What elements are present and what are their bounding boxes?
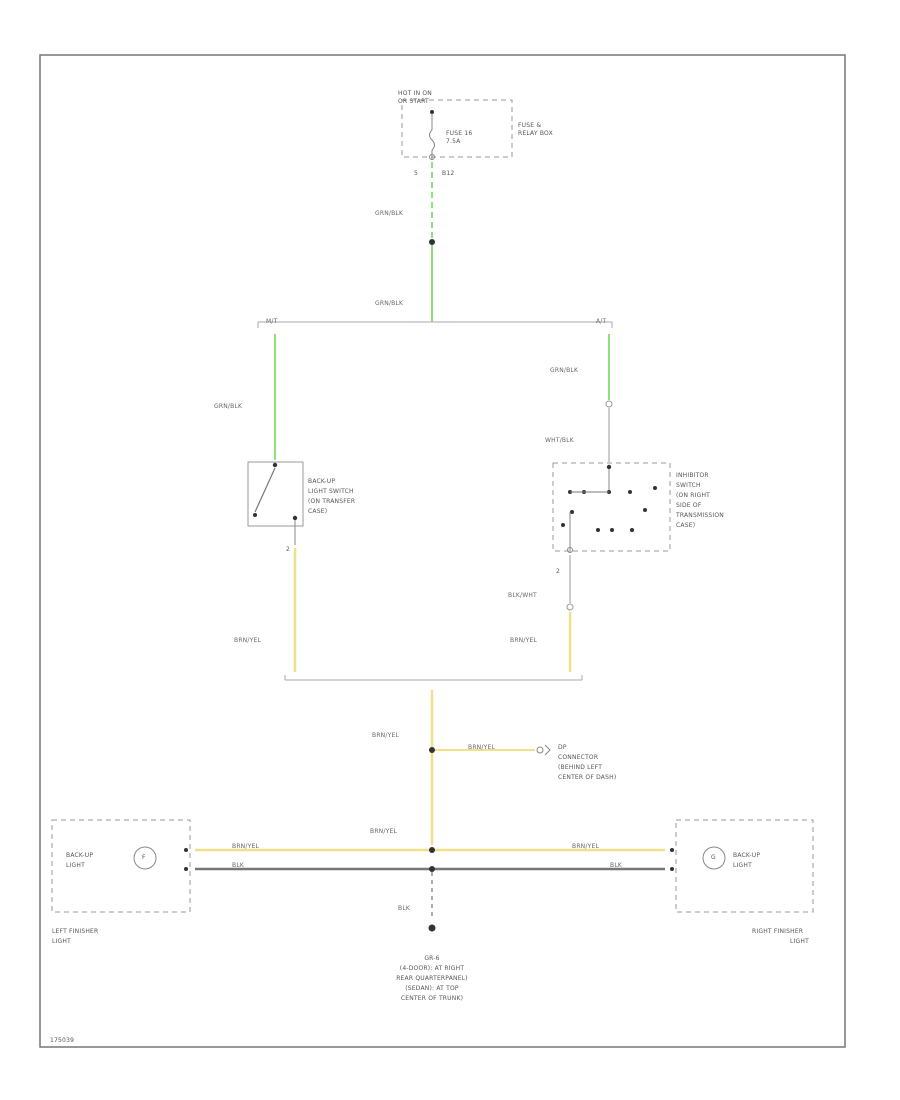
wire-label-brn-yel-right-lamp: BRN/YEL xyxy=(572,843,599,850)
inhibitor-pos-7 xyxy=(570,510,574,514)
dp-connector-symbol xyxy=(544,744,551,756)
backup-switch-terminal-bottom xyxy=(292,515,298,521)
right-back-up-lamp xyxy=(702,846,726,870)
ground-point xyxy=(428,924,436,932)
inhibitor-switch-outline xyxy=(552,462,671,552)
backup-switch-label-2: LIGHT SWITCH xyxy=(308,488,354,495)
inhibitor-pos-6 xyxy=(643,508,647,512)
wire-label-grn-blk-2: GRN/BLK xyxy=(375,300,404,307)
inhibitor-label-2: SWITCH xyxy=(676,482,701,489)
split-label-mt: M/T xyxy=(266,318,278,325)
right-finisher-caption-2: LIGHT xyxy=(790,938,809,945)
splice-node-dp xyxy=(429,747,435,753)
left-finisher-light-outline xyxy=(51,819,191,913)
wire-label-wht-blk: WHT/BLK xyxy=(545,437,574,444)
inhibitor-terminal-top xyxy=(606,464,612,470)
wire-label-blk-ground: BLK xyxy=(398,905,410,912)
right-lamp-terminal-upper xyxy=(670,848,674,852)
dp-connector-label-2: CONNECTOR xyxy=(558,754,599,761)
inhibitor-pos-9 xyxy=(610,528,614,532)
backup-switch-terminal-top xyxy=(272,462,278,468)
wire-label-brn-yel-junction: BRN/YEL xyxy=(370,828,397,835)
right-lamp-terminal-lower xyxy=(670,867,674,871)
left-finisher-caption-1: LEFT FINISHER xyxy=(52,928,99,935)
inhibitor-pos-5 xyxy=(653,486,657,490)
fuse-16-label: FUSE 16 xyxy=(446,130,473,137)
wire-label-brn-yel-dp: BRN/YEL xyxy=(468,744,495,751)
ground-label-3: (SEDAN): AT TOP xyxy=(405,985,459,992)
wire-label-blk-wht: BLK/WHT xyxy=(508,592,537,599)
wire-label-brn-yel-right: BRN/YEL xyxy=(510,637,537,644)
left-finisher-caption-2: LIGHT xyxy=(52,938,71,945)
wire-label-blk-right-lamp: BLK xyxy=(610,862,622,869)
inhibitor-pos-10 xyxy=(630,528,634,532)
right-lamp-name-1: BACK-UP xyxy=(733,852,761,859)
inhibitor-pos-8 xyxy=(596,528,600,532)
backup-switch-label-3: (ON TRANSFER xyxy=(308,498,356,505)
right-lamp-name-2: LIGHT xyxy=(733,862,752,869)
backup-switch-pivot xyxy=(253,513,257,517)
wire-label-grn-blk-1: GRN/BLK xyxy=(375,210,404,217)
inhibitor-pos-4 xyxy=(628,490,632,494)
fuse-relay-box-label-1: FUSE & xyxy=(518,122,542,129)
fuse-terminal-top xyxy=(430,110,434,114)
inhibitor-label-4: SIDE OF xyxy=(676,502,702,509)
fuse-rating-label: 7.5A xyxy=(446,138,461,145)
left-lamp-name-1: BACK-UP xyxy=(66,852,94,859)
wire-label-brn-yel-left-lamp: BRN/YEL xyxy=(232,843,259,850)
fuse-pin-label: 5 xyxy=(414,170,419,177)
fuse-16-symbol xyxy=(429,129,435,151)
dp-connector-label-4: CENTER OF DASH) xyxy=(558,774,617,781)
ground-label-1: (4-DOOR): AT RIGHT xyxy=(399,965,465,972)
splice-node-ground xyxy=(429,866,435,872)
ground-id: GR-6 xyxy=(424,955,440,962)
fuse-relay-box-label-2: RELAY BOX xyxy=(518,130,553,137)
backup-light-switch-body xyxy=(247,461,304,527)
hot-or-start-label: OR START xyxy=(398,98,429,105)
left-lamp-terminal-upper xyxy=(184,848,188,852)
hot-in-on-label: HOT IN ON xyxy=(398,90,432,97)
right-finisher-light-outline xyxy=(675,819,814,913)
left-lamp-name-2: LIGHT xyxy=(66,862,85,869)
inhibitor-terminal-bottom xyxy=(567,547,573,553)
backup-switch-label-4: CASE) xyxy=(308,508,328,515)
left-lamp-pin: F xyxy=(142,854,146,861)
inhibitor-label-3: (ON RIGHT xyxy=(676,492,711,499)
splice-node-top xyxy=(429,239,435,245)
wire-label-blk-left-lamp: BLK xyxy=(232,862,244,869)
dp-connector-pin xyxy=(536,746,544,754)
right-finisher-caption-1: RIGHT FINISHER xyxy=(752,928,804,935)
diagram-frame xyxy=(39,54,846,1048)
fuse-terminal-bottom xyxy=(429,154,435,160)
connector-right-upper xyxy=(605,400,613,408)
backup-switch-contact xyxy=(254,467,276,513)
wire-label-grn-blk-4: GRN/BLK xyxy=(550,367,579,374)
ground-label-2: REAR QUARTERPANEL) xyxy=(396,975,468,982)
inhibitor-label-5: TRANSMISSION xyxy=(676,512,724,519)
wire-label-brn-yel-left: BRN/YEL xyxy=(234,637,261,644)
right-lamp-pin: G xyxy=(711,854,716,861)
inhibitor-label-6: CASE) xyxy=(676,522,696,529)
dp-connector-label-3: (BEHIND LEFT xyxy=(558,764,603,771)
inhibitor-pos-11 xyxy=(561,523,565,527)
wire-label-brn-yel-center: BRN/YEL xyxy=(372,732,399,739)
inhibitor-pin-label: 2 xyxy=(556,568,561,575)
left-lamp-terminal-lower xyxy=(184,867,188,871)
diagram-id-label: 175039 xyxy=(50,1037,75,1044)
dp-connector-label-1: DP xyxy=(558,744,567,751)
ground-label-4: CENTER OF TRUNK) xyxy=(400,995,464,1002)
inhibitor-label-1: INHIBITOR xyxy=(676,472,709,479)
splice-node-power xyxy=(429,847,435,853)
fuse-connector-label: B12 xyxy=(442,170,455,177)
split-label-at: A/T xyxy=(596,318,607,325)
backup-switch-label-1: BACK-UP xyxy=(308,478,336,485)
left-back-up-lamp xyxy=(133,846,157,870)
fuse-relay-box-outline xyxy=(401,99,513,158)
wire-label-grn-blk-3: GRN/BLK xyxy=(214,403,243,410)
backup-switch-pin-label: 2 xyxy=(286,546,291,553)
connector-right-lower xyxy=(566,603,574,611)
